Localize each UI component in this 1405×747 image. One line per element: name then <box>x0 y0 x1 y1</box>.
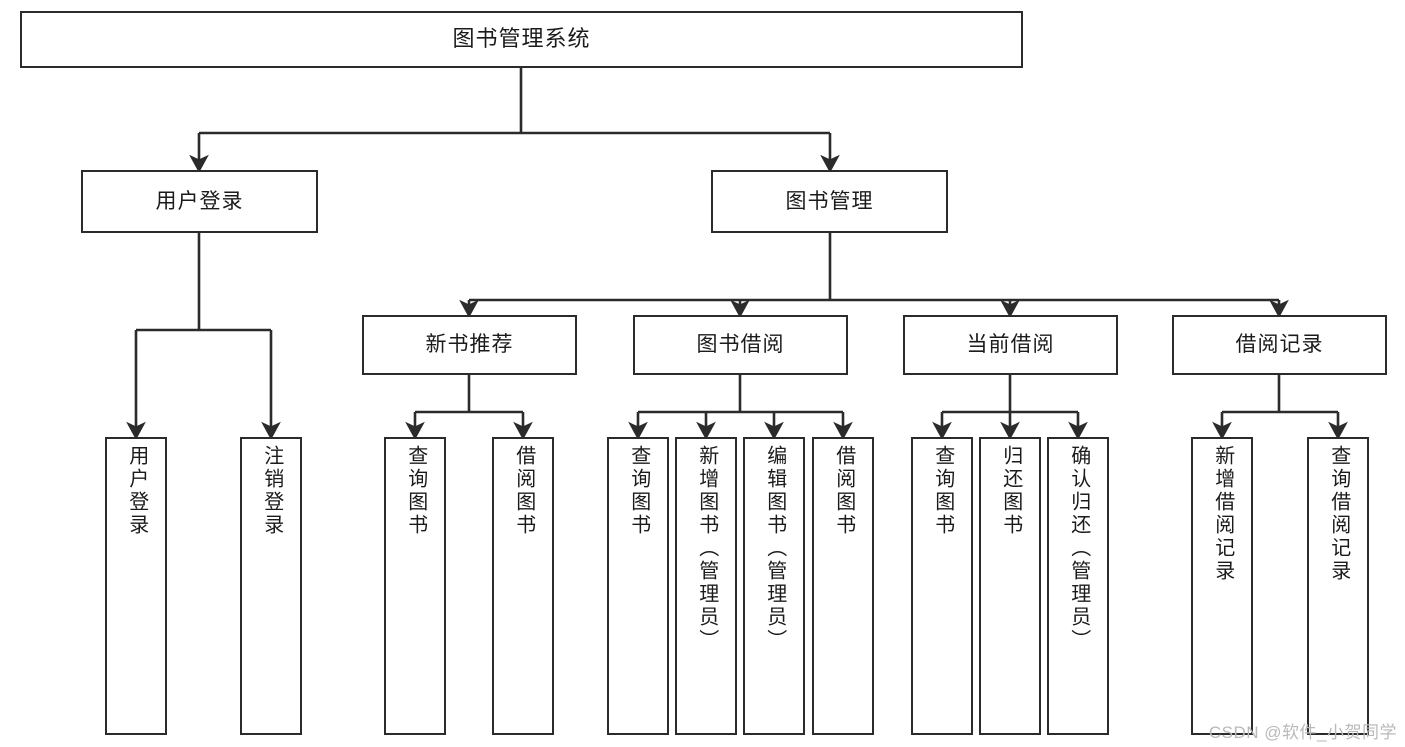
node-root-label: 图书管理系统 <box>452 26 591 52</box>
node-leaf-edit-book-label: 编辑图书（管理员） <box>763 445 786 652</box>
node-leaf-user-login[interactable]: 用户登录 <box>105 437 167 735</box>
node-leaf-user-logout[interactable]: 注销登录 <box>240 437 302 735</box>
node-book-borrow[interactable]: 图书借阅 <box>633 315 848 375</box>
node-leaf-query-book-3[interactable]: 查询图书 <box>911 437 973 735</box>
node-leaf-query-book-2-label: 查询图书 <box>627 445 650 537</box>
node-new-book-recommend-label: 新书推荐 <box>425 333 514 357</box>
node-leaf-confirm-return[interactable]: 确认归还（管理员） <box>1047 437 1109 735</box>
node-book-manage[interactable]: 图书管理 <box>711 170 948 233</box>
node-user-login-label: 用户登录 <box>155 189 244 213</box>
node-new-book-recommend[interactable]: 新书推荐 <box>362 315 577 375</box>
node-current-borrow-label: 当前借阅 <box>966 333 1055 357</box>
node-root[interactable]: 图书管理系统 <box>20 11 1023 68</box>
node-leaf-edit-book[interactable]: 编辑图书（管理员） <box>743 437 805 735</box>
node-leaf-query-book-1[interactable]: 查询图书 <box>384 437 446 735</box>
node-leaf-query-record-label: 查询借阅记录 <box>1327 445 1350 583</box>
node-leaf-query-book-3-label: 查询图书 <box>931 445 954 537</box>
node-leaf-borrow-book-2-label: 借阅图书 <box>832 445 855 537</box>
node-borrow-record-label: 借阅记录 <box>1235 333 1324 357</box>
node-borrow-record[interactable]: 借阅记录 <box>1172 315 1387 375</box>
node-leaf-return-book-label: 归还图书 <box>999 445 1022 537</box>
node-leaf-return-book[interactable]: 归还图书 <box>979 437 1041 735</box>
node-book-borrow-label: 图书借阅 <box>696 333 785 357</box>
node-leaf-user-login-label: 用户登录 <box>125 445 148 537</box>
node-leaf-add-record-label: 新增借阅记录 <box>1211 445 1234 583</box>
node-book-manage-label: 图书管理 <box>785 189 874 213</box>
node-current-borrow[interactable]: 当前借阅 <box>903 315 1118 375</box>
node-leaf-query-book-2[interactable]: 查询图书 <box>607 437 669 735</box>
node-leaf-add-book-label: 新增图书（管理员） <box>695 445 718 652</box>
node-leaf-borrow-book-1[interactable]: 借阅图书 <box>492 437 554 735</box>
node-leaf-user-logout-label: 注销登录 <box>260 445 283 537</box>
node-leaf-add-record[interactable]: 新增借阅记录 <box>1191 437 1253 735</box>
node-leaf-borrow-book-1-label: 借阅图书 <box>512 445 535 537</box>
node-leaf-confirm-return-label: 确认归还（管理员） <box>1067 445 1090 652</box>
node-leaf-add-book[interactable]: 新增图书（管理员） <box>675 437 737 735</box>
node-leaf-borrow-book-2[interactable]: 借阅图书 <box>812 437 874 735</box>
node-user-login[interactable]: 用户登录 <box>81 170 318 233</box>
node-leaf-query-book-1-label: 查询图书 <box>404 445 427 537</box>
csdn-watermark: CSDN @软件_小贺同学 <box>1208 723 1397 742</box>
node-leaf-query-record[interactable]: 查询借阅记录 <box>1307 437 1369 735</box>
